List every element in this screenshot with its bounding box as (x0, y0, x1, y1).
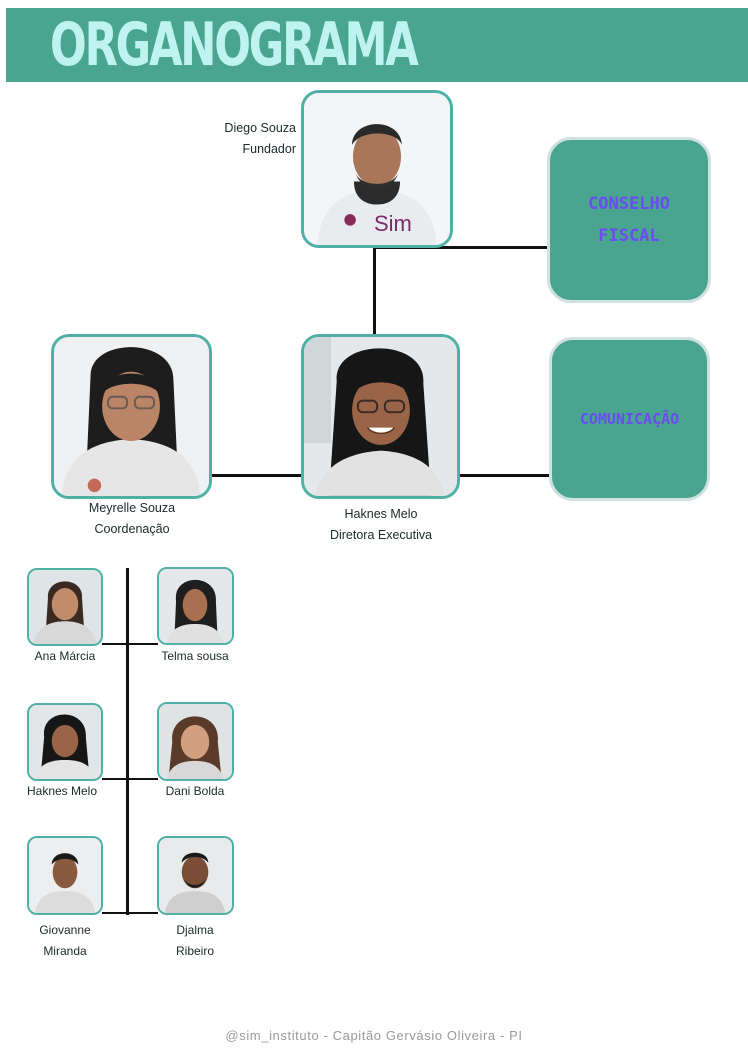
coordinator-caption: Meyrelle Souza Coordenação (52, 498, 212, 540)
footer-credit: @sim_instituto - Capitão Gervásio Olivei… (225, 1028, 523, 1043)
connector-director-comunicacao (460, 474, 552, 477)
director-photo (301, 334, 460, 499)
team-portrait-image (159, 838, 232, 913)
team-caption-dani-bolda: Dani Bolda (165, 784, 225, 798)
team-portrait-image (29, 838, 101, 913)
director-portrait-image (304, 337, 457, 496)
team-caption-ana-marcia: Ana Márcia (34, 649, 96, 663)
shirt-logo-text: Sim (374, 211, 412, 236)
connector-coordinator-director (210, 474, 302, 477)
director-role: Diretora Executiva (329, 528, 433, 542)
department-comunicacao[interactable]: COMUNICAÇÃO (549, 337, 710, 501)
team-photo-djalma-ribeiro (157, 836, 234, 915)
team-portrait-image (159, 569, 232, 643)
founder-name: Diego Souza (224, 121, 296, 135)
director-caption: Haknes Melo Diretora Executiva (300, 504, 462, 546)
title-banner: ORGANOGRAMA (6, 8, 748, 82)
department-conselho-line2: FISCAL (598, 226, 660, 246)
coordinator-portrait-image (54, 337, 209, 496)
team-portrait-image (29, 570, 101, 644)
team-portrait-image (29, 705, 101, 779)
coordinator-photo (51, 334, 212, 499)
team-portrait-image (159, 704, 232, 779)
founder-caption: Diego Souza Fundador (186, 118, 296, 160)
department-conselho-line1: CONSELHO (588, 194, 670, 214)
team-caption-telma-sousa: Telma sousa (161, 649, 229, 663)
team-photo-dani-bolda (157, 702, 234, 781)
coordinator-role: Coordenação (94, 522, 170, 536)
team-caption-giovanne-miranda: Giovanne Miranda (39, 923, 91, 958)
director-name: Haknes Melo (344, 507, 418, 521)
team-caption-haknes-melo: Haknes Melo (26, 784, 98, 798)
department-conselho-fiscal[interactable]: CONSELHO FISCAL (547, 137, 711, 303)
page-title: ORGANOGRAMA (50, 10, 419, 80)
connector-founder-director (373, 246, 376, 336)
founder-photo: Sim (301, 90, 453, 248)
team-photo-haknes-melo (27, 703, 103, 781)
coordinator-name: Meyrelle Souza (88, 501, 176, 515)
team-caption-djalma-ribeiro: Djalma Ribeiro (175, 923, 214, 958)
founder-role: Fundador (242, 142, 296, 156)
connector-founder-conselho (373, 246, 551, 249)
founder-portrait-image (304, 93, 450, 245)
team-photo-giovanne-miranda (27, 836, 103, 915)
connector-team-trunk (126, 568, 129, 915)
connector-team-row3 (102, 912, 158, 914)
team-photo-ana-marcia (27, 568, 103, 646)
department-comunicacao-label: COMUNICAÇÃO (579, 410, 680, 428)
connector-team-row2 (102, 778, 158, 780)
team-photo-telma-sousa (157, 567, 234, 645)
connector-team-row1 (102, 643, 158, 645)
